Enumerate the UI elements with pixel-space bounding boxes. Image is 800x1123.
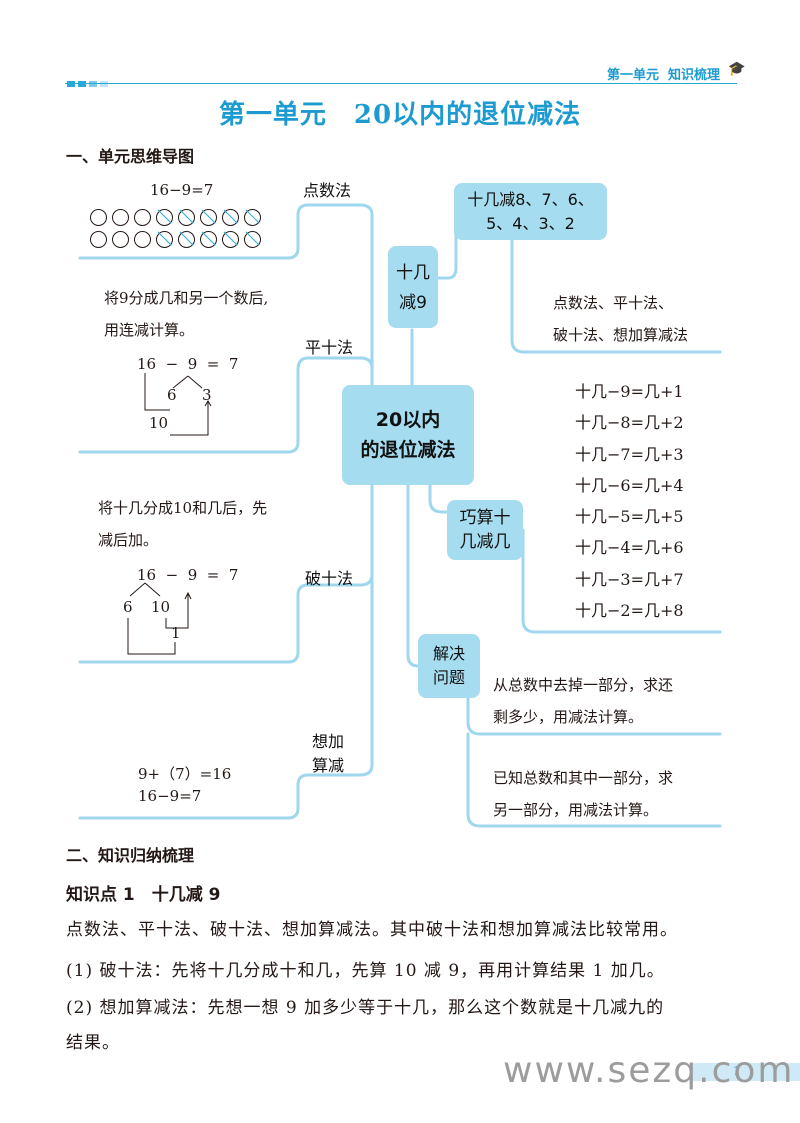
node-quick-calc: 巧算十 几减几 [447, 500, 523, 560]
break-ten-split-lines [127, 582, 192, 655]
make-ten-part-6: 6 [167, 386, 177, 404]
counting-circles [90, 209, 266, 253]
think-add-line1: 想加 [312, 732, 345, 751]
rule-item: 十几−3=几+7 [575, 569, 684, 589]
counting-equation: 16−9=7 [150, 181, 214, 199]
circle-icon [112, 209, 129, 226]
rule-item: 十几−7=几+3 [575, 444, 684, 464]
crossed-circle-icon [244, 209, 261, 226]
body-paragraph-1: 点数法、平十法、破十法、想加算减法。其中破十法和想加算减法比较常用。 [66, 920, 678, 940]
node-solve-line1: 解决 [432, 644, 465, 663]
page-number: 1 [733, 1064, 741, 1078]
header-tag: 第一单元 知识梳理 [607, 68, 721, 83]
body-paragraph-3b: 结果。 [66, 1033, 120, 1053]
circle-icon [112, 231, 129, 248]
page-title: 第一单元 20以内的退位减法 [218, 100, 582, 130]
crossed-circle-icon [222, 231, 239, 248]
solve-text-1-line2: 剩多少，用减法计算。 [493, 708, 644, 726]
break-ten-part-10: 10 [151, 598, 171, 616]
solve-text-2-line2: 另一部分，用减法计算。 [493, 801, 659, 819]
solve-text-2: 已知总数和其中一部分，求 另一部分，用减法计算。 [493, 762, 673, 826]
label-break-ten-method: 破十法 [305, 569, 354, 588]
knowledge-point-heading: 知识点 1 十几减 9 [66, 885, 221, 905]
make-ten-split-lines [144, 373, 212, 436]
make-ten-result-10: 10 [149, 414, 169, 432]
crossed-circle-icon [156, 231, 173, 248]
circle-icon [90, 209, 107, 226]
break-ten-desc-line1: 将十几分成10和几后，先 [98, 499, 268, 517]
node-solve-line2: 问题 [432, 668, 465, 687]
break-ten-part-6: 6 [123, 598, 133, 616]
graduation-cap-icon: 🎓 [728, 61, 746, 77]
page-number-bar [690, 1063, 800, 1081]
rule-item: 十几−9=几+1 [575, 382, 684, 401]
watermark: www.sezq.com [503, 1050, 795, 1091]
think-add-line2: 算减 [312, 756, 345, 775]
crossed-circle-icon [178, 231, 195, 248]
label-make-ten-method: 平十法 [305, 338, 354, 357]
think-add-eq1: 9+（7）=16 [138, 765, 232, 783]
section-heading-mindmap: 一、单元思维导图 [66, 147, 195, 166]
center-topic-box: 20以内 的退位减法 [342, 385, 474, 485]
body-paragraph-2: (1) 破十法：先将十几分成十和几，先算 10 减 9，再用计算结果 1 加几。 [66, 961, 665, 981]
crossed-circle-icon [200, 231, 217, 248]
make-ten-description: 将9分成几和另一个数后, 用连减计算。 [104, 282, 268, 346]
center-topic-line1: 20以内 [375, 409, 441, 431]
crossed-circle-icon [244, 231, 261, 248]
solve-text-2-line1: 已知总数和其中一部分，求 [493, 769, 674, 787]
node-teen-minus-others-line2: 5、4、3、2 [486, 214, 575, 233]
methods-line1: 点数法、平十法、 [553, 294, 674, 312]
header-decoration [67, 72, 111, 91]
rule-item: 十几−2=几+8 [575, 601, 684, 621]
solve-text-1: 从总数中去掉一部分，求还 剩多少，用减法计算。 [493, 669, 673, 733]
center-topic-line2: 的退位减法 [360, 439, 456, 461]
rule-item: 十几−8=几+2 [575, 413, 684, 433]
rules-list: 十几−9=几+1 十几−8=几+2 十几−7=几+3 十几−6=几+4 十几−5… [575, 376, 684, 626]
make-ten-equation: 16 − 9 = 7 [137, 355, 239, 373]
node-quick-calc-line1: 巧算十 [459, 508, 511, 528]
crossed-circle-icon [178, 209, 195, 226]
crossed-circle-icon [156, 209, 173, 226]
node-quick-calc-line2: 几减几 [459, 532, 511, 552]
node-teen-minus-others-line1: 十几减8、7、6、 [467, 190, 594, 209]
crossed-circle-icon [200, 209, 217, 226]
header-rule [65, 83, 737, 84]
label-counting-method: 点数法 [303, 181, 352, 200]
node-solve-problems: 解决 问题 [418, 634, 480, 698]
think-add-equations: 9+（7）=16 16−9=7 [138, 763, 231, 807]
make-ten-desc-line2: 用连减计算。 [104, 321, 195, 339]
break-ten-description: 将十几分成10和几后，先 减后加。 [98, 492, 267, 556]
think-add-eq2: 16−9=7 [138, 787, 202, 805]
node-teen-minus-9: 十几 减9 [388, 246, 438, 328]
methods-line2: 破十法、想加算减法 [553, 326, 689, 344]
make-ten-part-3: 3 [202, 386, 212, 404]
node-teen-minus-9-line1: 十几 [396, 263, 430, 283]
circle-icon [134, 209, 151, 226]
methods-text: 点数法、平十法、 破十法、想加算减法 [553, 287, 688, 351]
circle-icon [90, 231, 107, 248]
rule-item: 十几−4=几+6 [575, 538, 684, 558]
label-think-add-method: 想加 算减 [312, 730, 344, 778]
break-ten-equation: 16 − 9 = 7 [137, 566, 239, 584]
solve-text-1-line1: 从总数中去掉一部分，求还 [493, 676, 674, 694]
rule-item: 十几−6=几+4 [575, 475, 684, 495]
make-ten-desc-line1: 将9分成几和另一个数后, [104, 289, 269, 307]
crossed-circle-icon [222, 209, 239, 226]
node-teen-minus-9-line2: 减9 [399, 293, 427, 313]
section-heading-summary: 二、知识归纳梳理 [66, 846, 195, 865]
break-ten-result-1: 1 [171, 624, 181, 642]
break-ten-desc-line2: 减后加。 [98, 531, 159, 549]
body-paragraph-3a: (2) 想加算减法：先想一想 9 加多少等于十几，那么这个数就是十几减九的 [66, 998, 665, 1018]
circle-icon [134, 231, 151, 248]
node-teen-minus-others: 十几减8、7、6、 5、4、3、2 [454, 183, 607, 240]
rule-item: 十几−5=几+5 [575, 507, 684, 527]
